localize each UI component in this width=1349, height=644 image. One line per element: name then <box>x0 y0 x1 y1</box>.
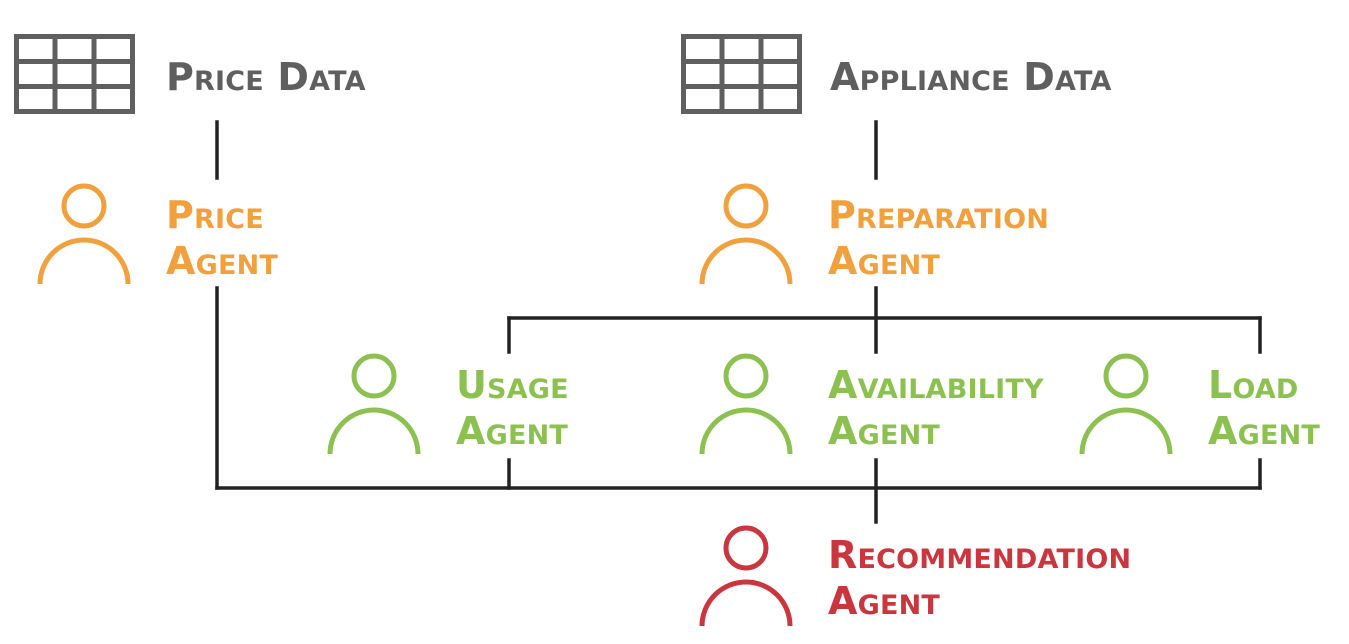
person-icon <box>699 183 793 285</box>
price-data-label: Price Data <box>166 55 366 99</box>
person-icon <box>327 353 421 455</box>
price-agent-label: Price Agent <box>166 193 279 283</box>
load-agent-label: Load Agent <box>1208 363 1321 453</box>
table-icon <box>14 34 135 114</box>
recommendation-agent-label: Recommendation Agent <box>828 533 1132 623</box>
person-icon <box>699 353 793 455</box>
usage-agent-label: Usage Agent <box>456 363 569 453</box>
table-icon <box>681 34 802 114</box>
person-icon <box>699 525 793 627</box>
person-icon <box>37 183 131 285</box>
availability-agent-label: Availability Agent <box>828 363 1044 453</box>
person-icon <box>1079 353 1173 455</box>
appliance-data-label: Appliance Data <box>830 55 1112 99</box>
preparation-agent-label: Preparation Agent <box>828 193 1050 283</box>
